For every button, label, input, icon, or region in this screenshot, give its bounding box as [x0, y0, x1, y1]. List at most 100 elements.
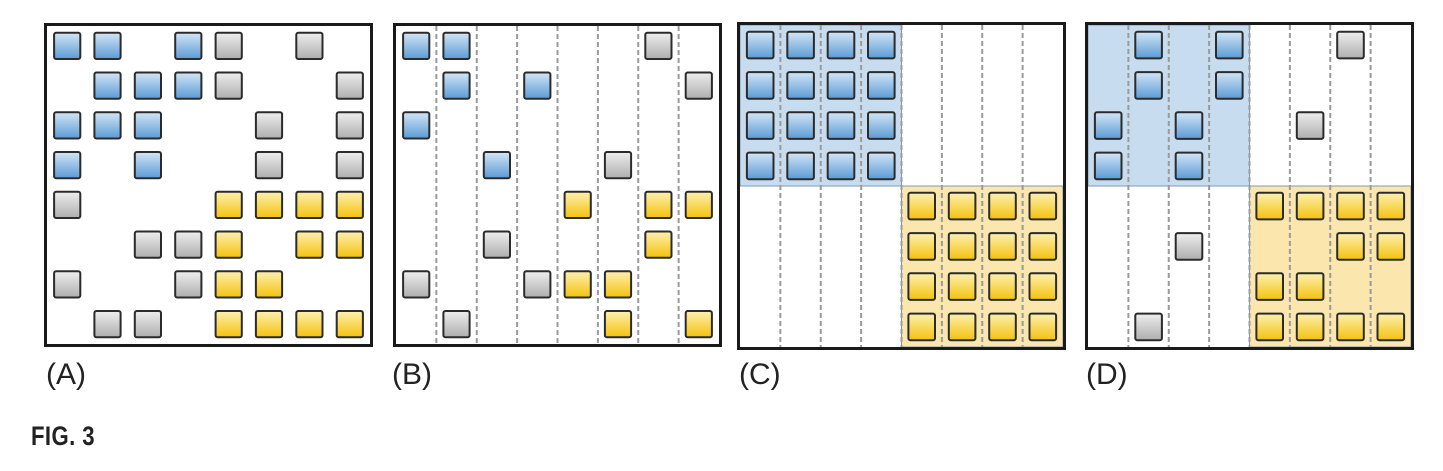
matrix-cell-yellow [684, 310, 713, 339]
matrix-cell-blue [745, 30, 775, 60]
matrix-cell-gray [335, 151, 364, 180]
matrix-cell-yellow [214, 190, 243, 220]
matrix-cell-yellow [1028, 272, 1058, 301]
matrix-cell-gray [133, 230, 163, 259]
panel-b [393, 23, 722, 347]
matrix-cell-yellow [603, 270, 633, 299]
matrix-cell-blue [174, 71, 203, 100]
matrix-cell-blue [786, 71, 815, 100]
matrix-cell-yellow [684, 190, 713, 220]
matrix-cell-yellow [988, 191, 1017, 221]
matrix-cell-blue [786, 151, 815, 181]
matrix-cell-yellow [1376, 312, 1406, 342]
matrix-cell-gray [482, 230, 512, 259]
matrix-cell-blue [1215, 30, 1244, 60]
matrix-cell-yellow [1295, 312, 1325, 342]
matrix-cell-gray [174, 270, 203, 299]
matrix-cell-gray [254, 111, 284, 140]
matrix-cell-yellow [335, 230, 364, 259]
matrix-cell-gray [214, 31, 243, 61]
panel-d [1085, 22, 1414, 350]
matrix-cell-yellow [644, 190, 673, 220]
matrix-cell-yellow [1336, 232, 1365, 261]
matrix-cell-blue [133, 111, 163, 140]
matrix-cell-yellow [1255, 312, 1284, 342]
matrix-cell-yellow [1255, 272, 1284, 301]
matrix-cell-yellow [947, 312, 977, 342]
matrix-cell-gray [1295, 111, 1325, 140]
matrix-cell-yellow [335, 310, 364, 339]
matrix-cell-blue [867, 111, 896, 140]
matrix-cell-blue [133, 151, 163, 180]
matrix-cell-blue [826, 30, 856, 60]
matrix-cell-blue [867, 151, 896, 181]
matrix-cell-yellow [947, 272, 977, 301]
matrix-cell-blue [826, 111, 856, 140]
matrix-cell-blue [523, 71, 552, 100]
matrix-cell-blue [1093, 151, 1123, 181]
matrix-cell-blue [826, 71, 856, 100]
matrix-cell-blue [1174, 151, 1204, 181]
matrix-cell-yellow [1376, 191, 1406, 221]
matrix-cell-gray [603, 151, 633, 180]
matrix-cell-yellow [214, 310, 243, 339]
matrix-cell-yellow [988, 312, 1017, 342]
matrix-cell-blue [93, 111, 122, 140]
matrix-cell-blue [53, 111, 82, 140]
matrix-cell-gray [295, 31, 324, 61]
matrix-cell-yellow [214, 270, 243, 299]
matrix-cell-yellow [1028, 312, 1058, 342]
matrix-cell-yellow [1336, 312, 1365, 342]
matrix-cell-gray [1174, 232, 1204, 261]
matrix-cell-gray [214, 71, 243, 100]
matrix-cell-blue [53, 151, 82, 180]
matrix-cell-yellow [1295, 191, 1325, 221]
panel-d-label: (D) [1086, 358, 1128, 391]
matrix-cell-gray [402, 270, 431, 299]
matrix-cell-gray [133, 310, 163, 339]
matrix-cell-yellow [295, 310, 324, 339]
matrix-cell-gray [174, 230, 203, 259]
matrix-cell-blue [867, 71, 896, 100]
matrix-cell-blue [1134, 30, 1163, 60]
matrix-cell-blue [402, 31, 431, 61]
matrix-cell-blue [93, 71, 122, 100]
matrix-cell-gray [254, 151, 284, 180]
figure-caption: FIG. 3 [31, 421, 95, 451]
matrix-cell-gray [684, 71, 713, 100]
matrix-cell-yellow [563, 270, 592, 299]
matrix-cell-yellow [1376, 232, 1406, 261]
matrix-cell-gray [53, 190, 82, 220]
matrix-cell-yellow [907, 191, 936, 221]
matrix-cell-yellow [603, 310, 633, 339]
matrix-cell-yellow [335, 190, 364, 220]
matrix-cell-blue [826, 151, 856, 181]
matrix-cell-yellow [1028, 191, 1058, 221]
matrix-cell-yellow [947, 232, 977, 261]
matrix-cell-gray [1336, 30, 1365, 60]
matrix-cell-gray [53, 270, 82, 299]
matrix-cell-blue [93, 31, 122, 61]
matrix-cell-yellow [295, 190, 324, 220]
matrix-cell-yellow [254, 190, 284, 220]
matrix-cell-gray [644, 31, 673, 61]
matrix-cell-blue [174, 31, 203, 61]
matrix-cell-yellow [644, 230, 673, 259]
matrix-cell-blue [745, 151, 775, 181]
matrix-cell-yellow [907, 272, 936, 301]
matrix-cell-yellow [988, 272, 1017, 301]
matrix-cell-blue [786, 30, 815, 60]
matrix-cell-blue [133, 71, 163, 100]
matrix-cell-blue [1215, 71, 1244, 100]
panel-a-label: (A) [46, 358, 86, 391]
matrix-cell-blue [745, 71, 775, 100]
matrix-cell-blue [1174, 111, 1204, 140]
matrix-cell-blue [867, 30, 896, 60]
matrix-cell-yellow [254, 310, 284, 339]
matrix-cell-yellow [254, 270, 284, 299]
matrix-cell-blue [442, 31, 471, 61]
matrix-cell-blue [442, 71, 471, 100]
matrix-cell-yellow [1028, 232, 1058, 261]
matrix-cell-gray [335, 111, 364, 140]
matrix-cell-blue [53, 31, 82, 61]
